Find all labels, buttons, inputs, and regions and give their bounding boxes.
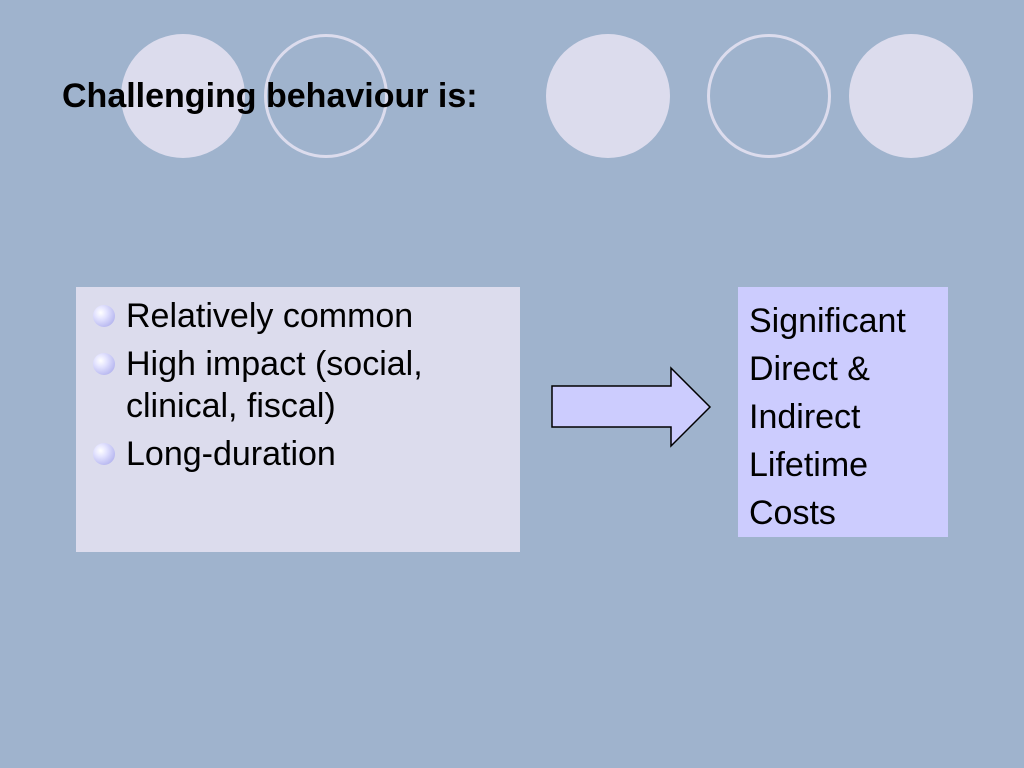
arrow-shape (551, 366, 712, 448)
circle-bullet-icon (93, 443, 115, 465)
right-arrow-icon (551, 366, 712, 448)
bullet-list: Relatively common High impact (social, c… (90, 295, 510, 475)
slide-title: Challenging behaviour is: (62, 77, 478, 115)
bullet-item: Relatively common (90, 295, 510, 337)
bullet-text: Relatively common (126, 297, 414, 335)
decorative-circle-2 (264, 34, 388, 158)
bullet-text: Long-duration (126, 435, 336, 473)
circle-bullet-icon (93, 353, 115, 375)
decorative-circle-1 (121, 34, 245, 158)
characteristics-box: Relatively common High impact (social, c… (76, 287, 520, 552)
bullet-item: Long-duration (90, 433, 510, 475)
decorative-circle-4 (707, 34, 831, 158)
circle-bullet-icon (93, 305, 115, 327)
costs-box: Significant Direct & Indirect Lifetime C… (738, 287, 948, 537)
decorative-circle-5 (849, 34, 973, 158)
bullet-text: High impact (social, clinical, fiscal) (126, 345, 423, 425)
decorative-circle-3 (546, 34, 670, 158)
bullet-item: High impact (social, clinical, fiscal) (90, 343, 510, 427)
